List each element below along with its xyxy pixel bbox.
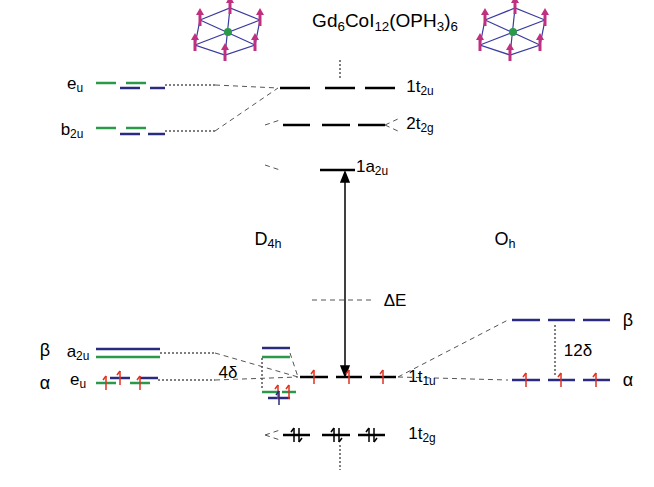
electron-spin (339, 428, 342, 442)
splitting-label: 4δ (219, 364, 238, 381)
electron-spin (346, 370, 349, 384)
orbital-label: eu (67, 75, 83, 95)
electron-spin (374, 428, 377, 442)
symmetry-label: Oh (494, 230, 515, 251)
cluster-icon (195, 8, 545, 55)
electron-spin (558, 373, 561, 387)
orbital-label: eu (70, 371, 86, 391)
orbital-label: 1a2u (356, 158, 388, 178)
electron-spin (299, 428, 302, 442)
splitting-label: 12δ (564, 342, 592, 359)
electron-spin (380, 370, 383, 384)
orbital-label: 1t1u (408, 368, 435, 388)
electron-spin (523, 373, 526, 387)
gap-label: ΔE (384, 292, 407, 309)
symmetry-label: D4h (254, 230, 281, 251)
electron-spin (137, 376, 140, 390)
electron-spin (331, 428, 334, 442)
orbital-label: a2u (67, 343, 90, 363)
diagram-title: Gd6CoI12(OPH3)6 (312, 11, 458, 33)
spin-label: β (40, 341, 50, 359)
spin-label: α (623, 371, 633, 389)
orbital-label: 1t2u (406, 78, 433, 98)
electron-spin (366, 428, 369, 442)
orbital-label: 1t2g (408, 425, 435, 445)
orbital-label: 2t2g (406, 115, 433, 135)
orbital-label: b2u (61, 121, 84, 141)
electron-spin (286, 385, 289, 399)
spin-label: β (623, 311, 633, 329)
electron-spin (276, 391, 279, 405)
electron-spin (593, 373, 596, 387)
electron-spin (117, 371, 120, 385)
electron-spin (103, 376, 106, 390)
electron-spin (275, 385, 278, 399)
electron-spin (291, 428, 294, 442)
electron-spin (311, 370, 314, 384)
spin-label: α (40, 374, 50, 392)
